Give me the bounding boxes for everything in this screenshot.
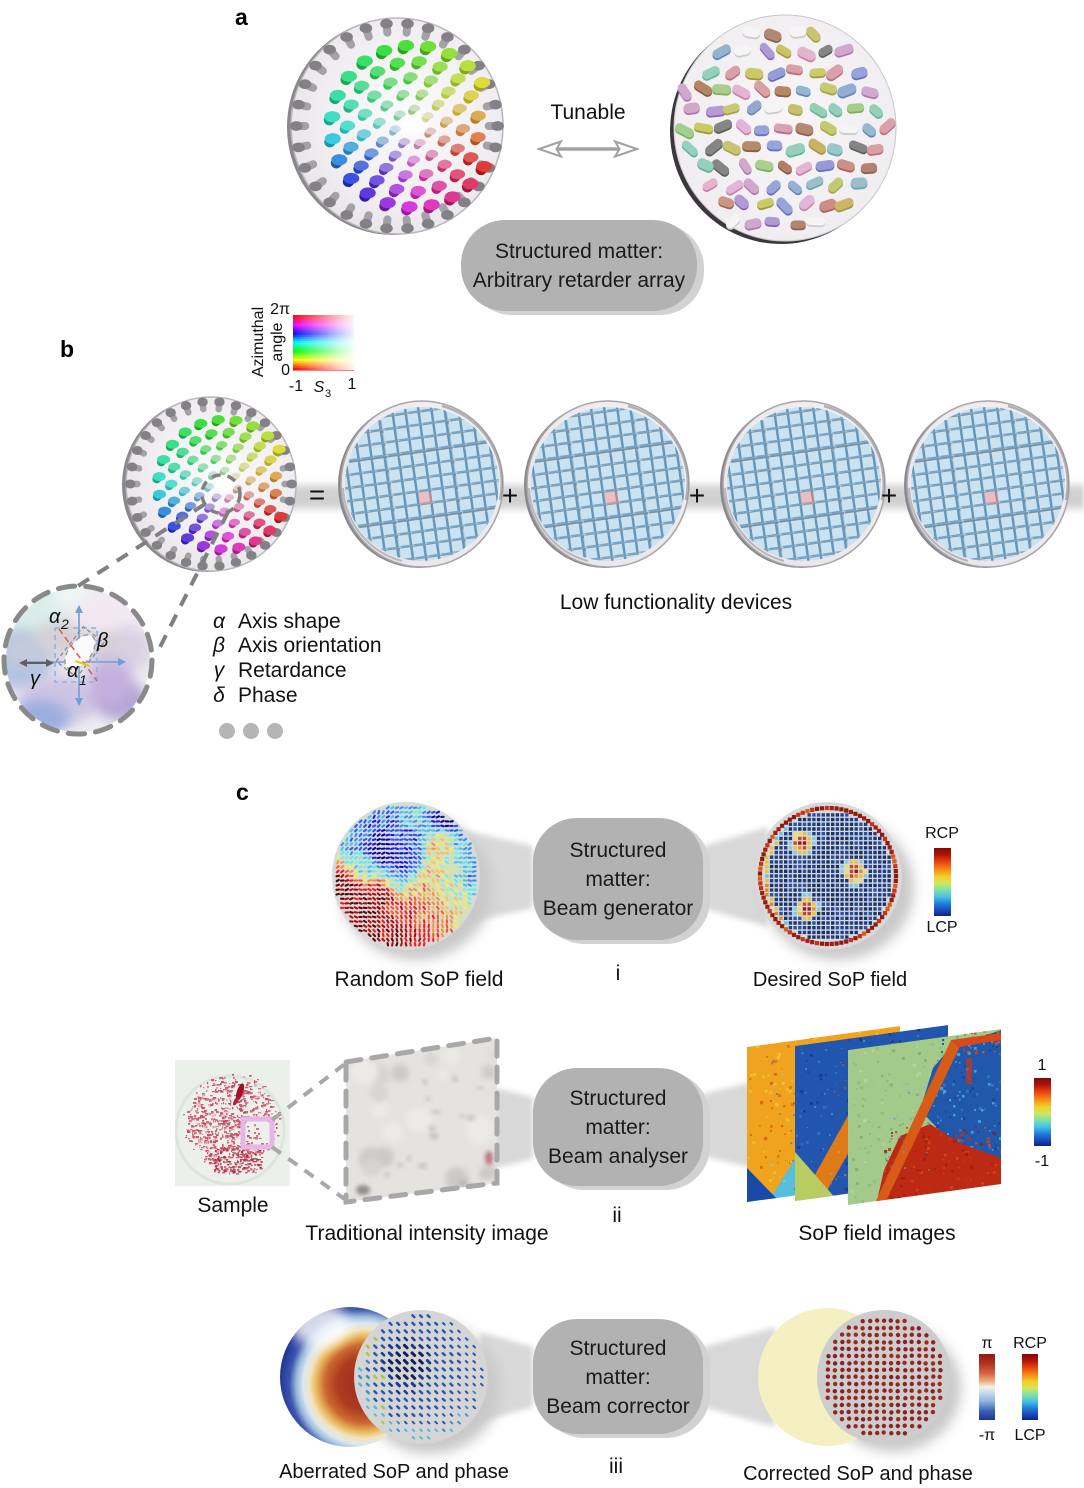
svg-text:γ: γ — [214, 659, 226, 682]
svg-text:matter:: matter: — [585, 868, 650, 891]
svg-text:Structured: Structured — [570, 1337, 667, 1360]
svg-text:Axis shape: Axis shape — [238, 610, 341, 633]
svg-text:1: 1 — [1038, 1057, 1047, 1074]
svg-text:RCP: RCP — [1013, 1335, 1047, 1352]
svg-text:LCP: LCP — [1014, 1427, 1045, 1444]
svg-text:Axis orientation: Axis orientation — [238, 634, 382, 657]
svg-text:α: α — [213, 610, 226, 633]
svg-text:b: b — [60, 336, 74, 362]
svg-text:1: 1 — [348, 376, 357, 393]
svg-text:+: + — [881, 480, 897, 511]
svg-text:α: α — [67, 660, 79, 682]
svg-text:Arbitrary retarder array: Arbitrary retarder array — [473, 269, 686, 292]
svg-text:γ: γ — [30, 668, 41, 690]
svg-text:δ: δ — [213, 684, 225, 707]
svg-text:RCP: RCP — [925, 825, 959, 842]
svg-text:i: i — [616, 962, 621, 985]
svg-text:Structured: Structured — [570, 839, 667, 862]
svg-text:S: S — [314, 379, 325, 396]
svg-text:Aberrated SoP and phase: Aberrated SoP and phase — [279, 1461, 509, 1483]
svg-text:Structured: Structured — [570, 1087, 667, 1110]
svg-text:Sample: Sample — [197, 1194, 268, 1217]
svg-text:-1: -1 — [289, 378, 303, 395]
svg-text:1: 1 — [79, 672, 87, 688]
svg-text:2: 2 — [60, 616, 69, 632]
svg-text:Beam analyser: Beam analyser — [548, 1145, 688, 1168]
svg-text:+: + — [689, 480, 705, 511]
svg-text:+: + — [502, 480, 518, 511]
svg-text:-π: -π — [979, 1427, 995, 1444]
svg-text:Tunable: Tunable — [550, 101, 625, 124]
svg-text:angle: angle — [269, 322, 286, 361]
svg-text:c: c — [236, 779, 249, 805]
svg-text:α: α — [49, 606, 61, 628]
svg-text:Beam generator: Beam generator — [543, 897, 694, 920]
svg-text:3: 3 — [325, 388, 331, 400]
svg-text:Traditional intensity image: Traditional intensity image — [305, 1222, 548, 1245]
svg-text:matter:: matter: — [585, 1366, 650, 1389]
svg-text:Low functionality devices: Low functionality devices — [560, 591, 792, 614]
svg-text:a: a — [235, 4, 248, 30]
svg-text:2π: 2π — [270, 301, 290, 318]
svg-text:Beam corrector: Beam corrector — [546, 1395, 690, 1418]
svg-text:π: π — [981, 1335, 992, 1352]
svg-text:Structured matter:: Structured matter: — [495, 240, 663, 263]
svg-text:Desired SoP field: Desired SoP field — [753, 969, 907, 991]
svg-text:Corrected SoP and phase: Corrected SoP and phase — [743, 1463, 973, 1485]
svg-text:β: β — [96, 630, 108, 652]
svg-text:matter:: matter: — [585, 1116, 650, 1139]
svg-text:LCP: LCP — [926, 919, 957, 936]
svg-text:iii: iii — [609, 1455, 623, 1478]
svg-text:-1: -1 — [1035, 1153, 1049, 1170]
svg-text:ii: ii — [612, 1204, 621, 1227]
svg-text:Retardance: Retardance — [238, 659, 347, 682]
svg-text:β: β — [212, 634, 225, 657]
svg-text:Random SoP field: Random SoP field — [335, 968, 504, 991]
svg-text:Phase: Phase — [238, 684, 298, 707]
svg-text:Azimuthal: Azimuthal — [250, 307, 267, 377]
svg-text:SoP field images: SoP field images — [798, 1222, 955, 1245]
svg-text:0: 0 — [281, 362, 290, 379]
svg-text:=: = — [309, 479, 325, 510]
